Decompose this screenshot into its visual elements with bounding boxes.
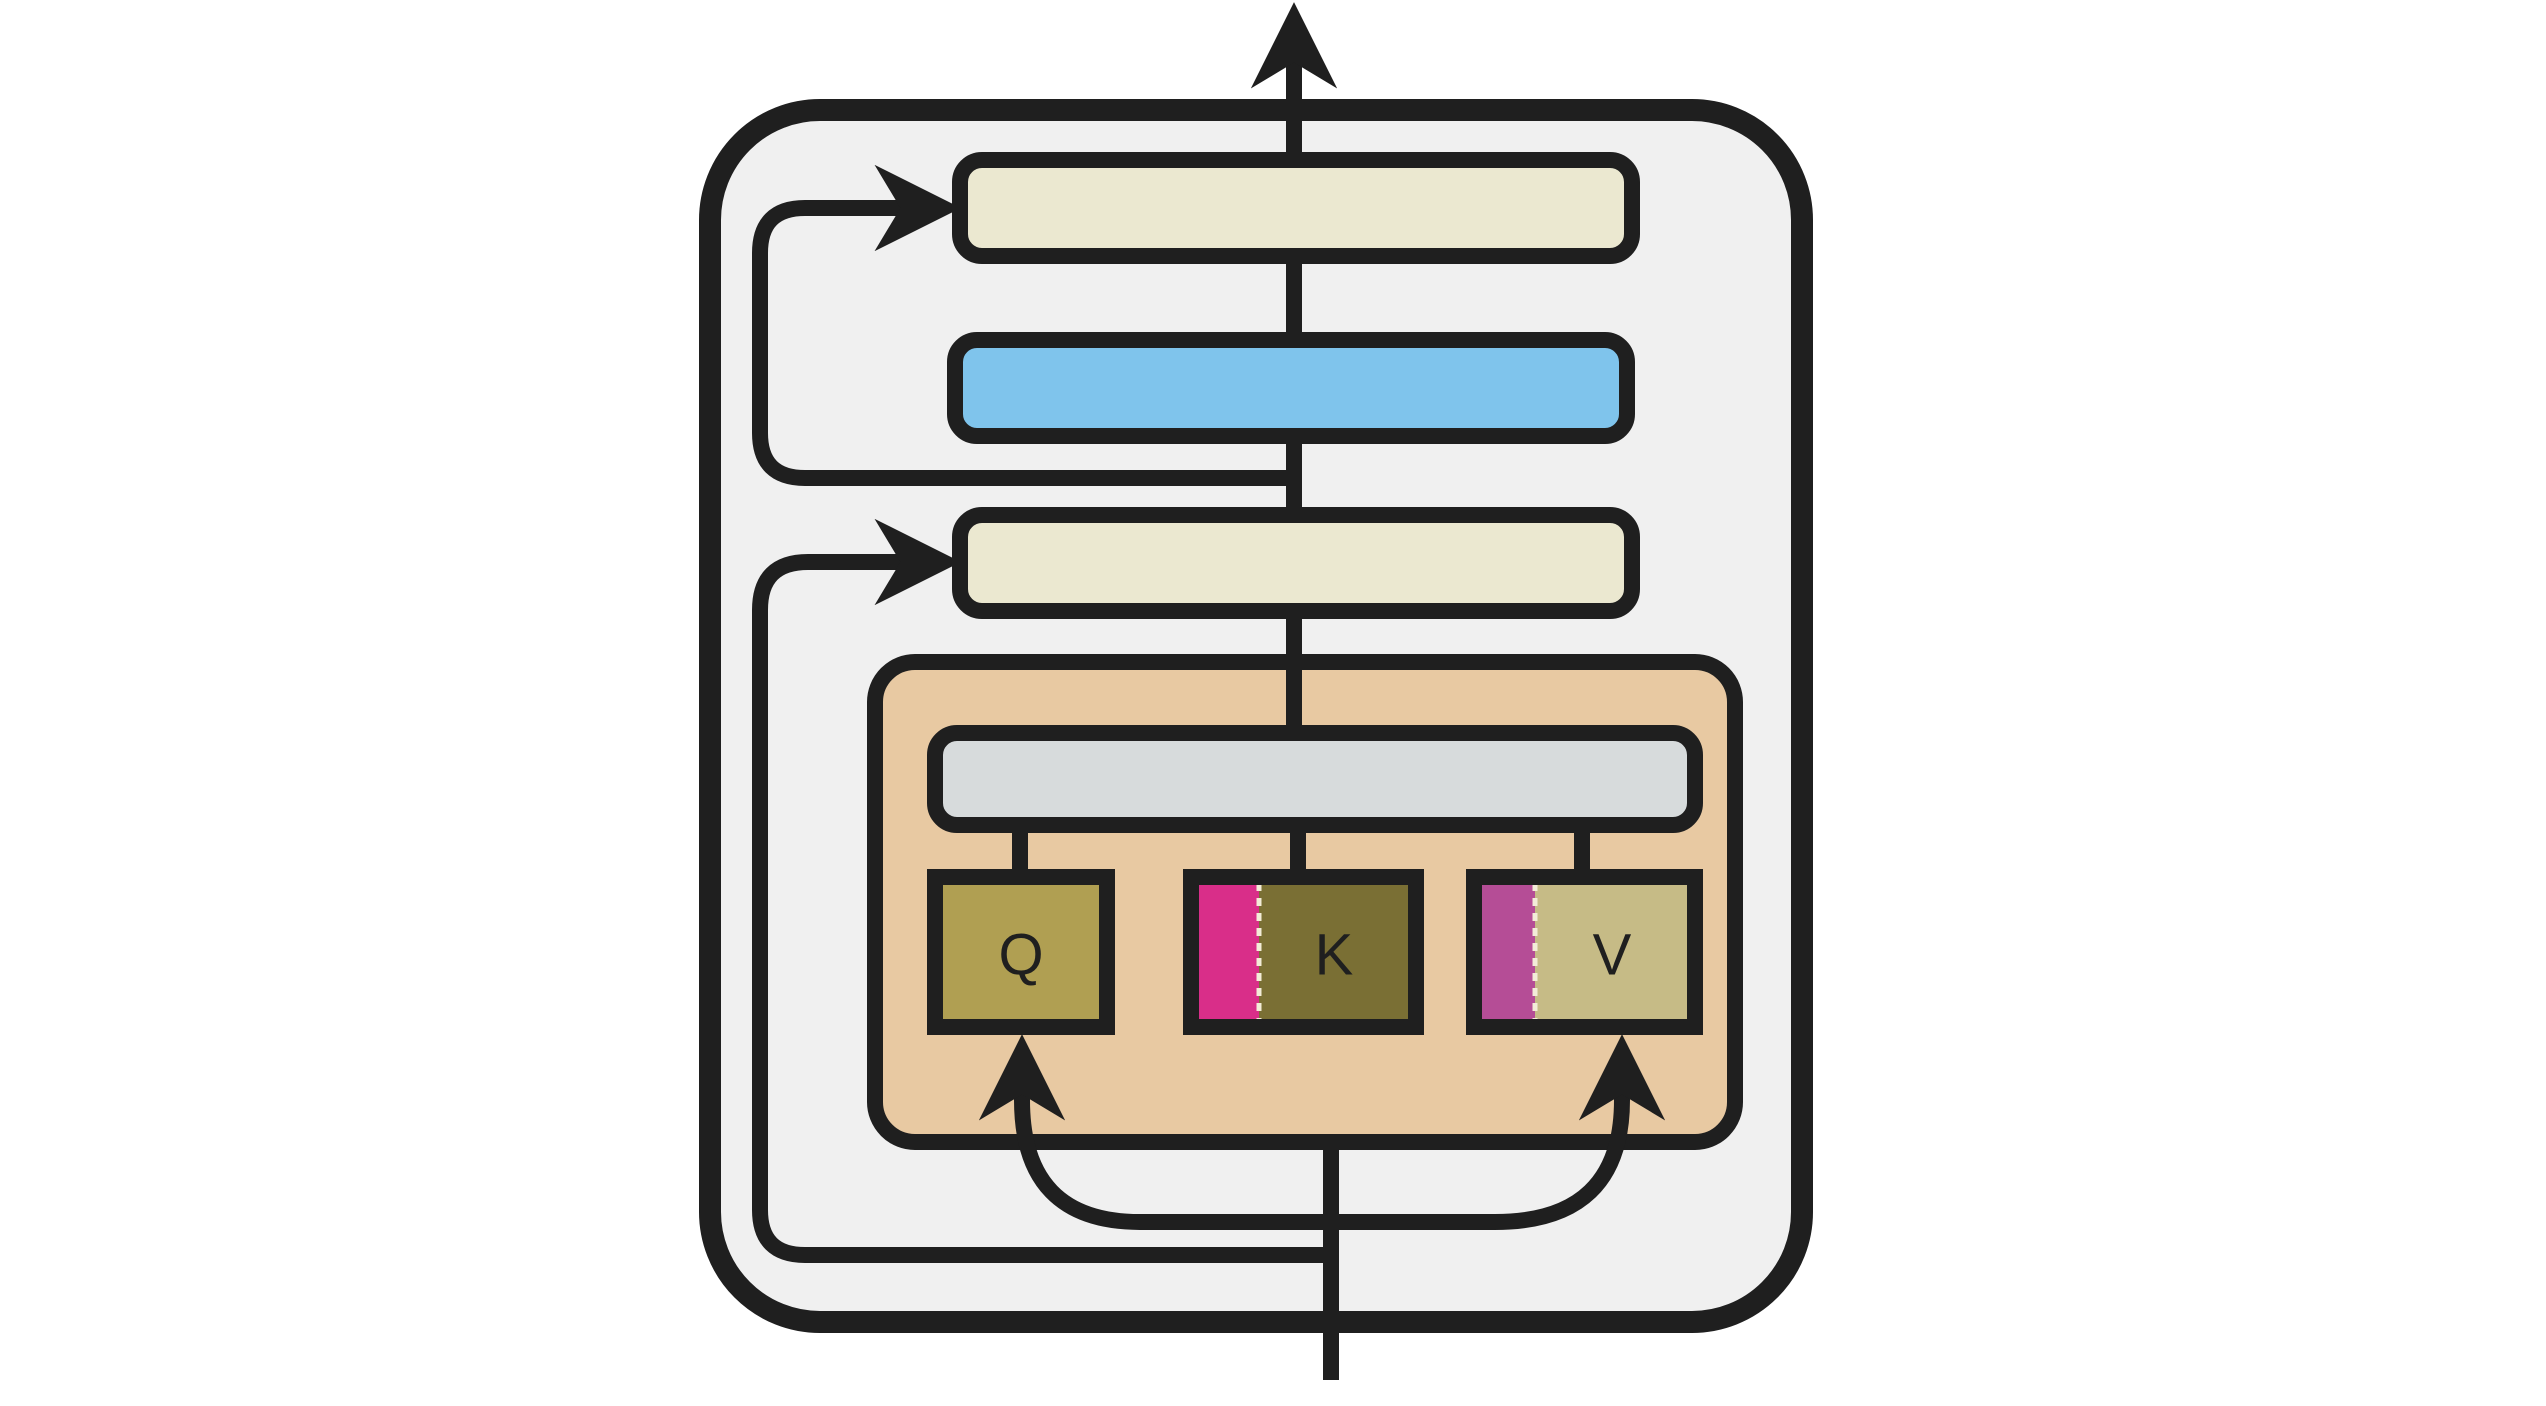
top-norm-layer xyxy=(952,152,1640,264)
attention-combine-layer xyxy=(927,725,1703,833)
residual-connection-upper xyxy=(752,164,1294,486)
value-block: V xyxy=(1466,869,1703,1035)
middle-norm-layer xyxy=(952,507,1640,619)
residual-connection-lower xyxy=(752,518,1331,1263)
input-to-value-arrow xyxy=(1331,1034,1666,1230)
query-label: Q xyxy=(998,923,1043,988)
key-label: K xyxy=(1315,923,1354,988)
query-block: Q xyxy=(927,869,1115,1035)
value-prefix-segment xyxy=(1480,883,1535,1021)
key-prefix-segment xyxy=(1197,883,1259,1021)
key-block: K xyxy=(1183,869,1424,1035)
value-label: V xyxy=(1593,923,1632,988)
feed-forward-layer xyxy=(947,332,1635,444)
input-to-query-arrow xyxy=(978,1034,1331,1230)
